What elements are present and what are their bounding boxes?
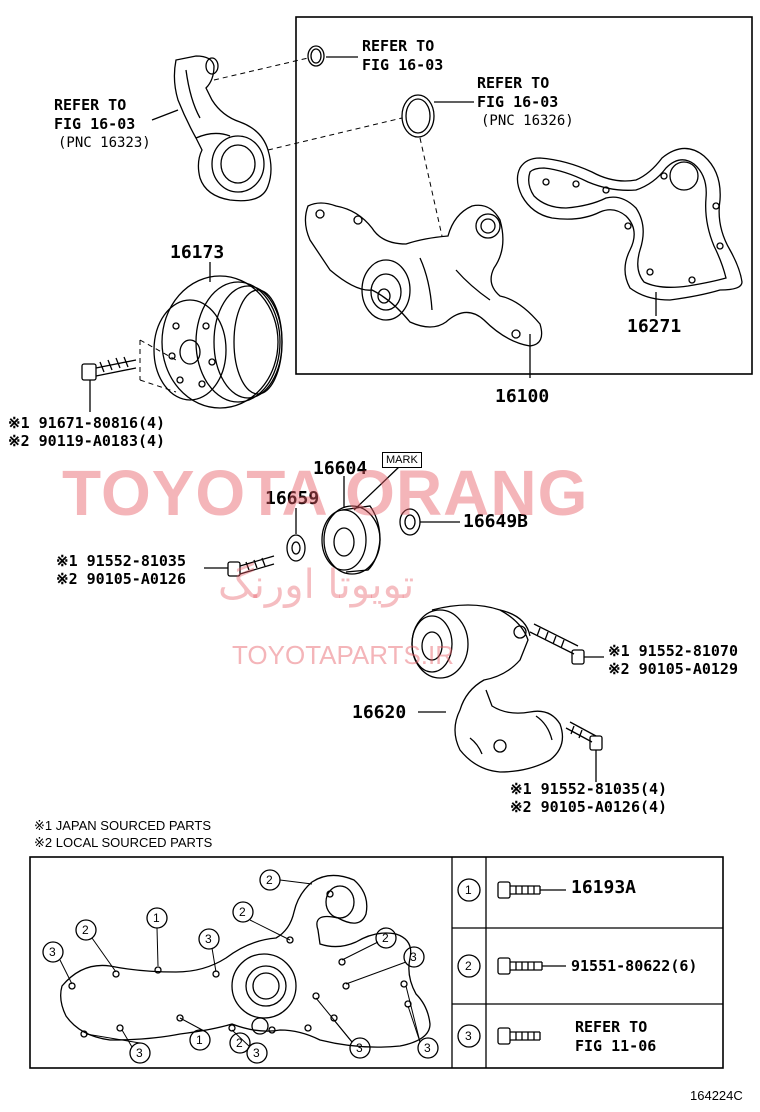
refer-fig1603-a-line1: REFER TO bbox=[362, 37, 435, 55]
bolt-idler-japan: ※1 91552-81035 bbox=[56, 552, 186, 570]
part-16604: 16604 bbox=[313, 458, 368, 479]
detail-callout-1: 2 bbox=[266, 873, 273, 887]
refer-fig1603-c-line2: FIG 16-03 bbox=[54, 115, 136, 133]
bolt-pulley-japan: ※1 91671-80816(4) bbox=[8, 414, 166, 432]
part-16173: 16173 bbox=[170, 242, 225, 263]
detail-frame bbox=[29, 856, 724, 1069]
idler-bolt bbox=[204, 555, 275, 577]
note-japan-sourced: ※1 JAPAN SOURCED PARTS bbox=[34, 818, 212, 833]
idler-pulley bbox=[321, 465, 401, 575]
legend-part-3-line2: FIG 11-06 bbox=[575, 1037, 657, 1055]
bolt-tensioner-local: ※2 90105-A0129 bbox=[608, 660, 738, 678]
detail-callout-8: 3 bbox=[410, 950, 417, 964]
refer-fig1603-a-line2: FIG 16-03 bbox=[362, 56, 444, 74]
legend-bolt-1 bbox=[497, 881, 566, 899]
bolt-bracket-local: ※2 90105-A0126(4) bbox=[510, 798, 668, 816]
o-ring-small bbox=[307, 45, 325, 67]
part-16649b: 16649B bbox=[463, 511, 529, 532]
detail-callout-4: 3 bbox=[205, 932, 212, 946]
detail-callout-5: 2 bbox=[239, 905, 246, 919]
legend-num-1: 1 bbox=[465, 883, 472, 897]
bolt-tensioner-japan: ※1 91552-81070 bbox=[608, 642, 738, 660]
bolt-bracket-japan: ※1 91552-81035(4) bbox=[510, 780, 668, 798]
o-ring-large-inner bbox=[405, 98, 431, 134]
part-16100: 16100 bbox=[495, 386, 550, 407]
detail-callout-3: 1 bbox=[153, 911, 160, 925]
detail-callout-11: 1 bbox=[196, 1033, 203, 1047]
legend-num-2: 2 bbox=[465, 959, 472, 973]
detail-callout-9: 3 bbox=[136, 1046, 143, 1060]
water-inlet-housing bbox=[173, 55, 272, 202]
bolt-pulley-local: ※2 90119-A0183(4) bbox=[8, 432, 166, 450]
belt-tensioner bbox=[411, 604, 564, 773]
part-16271: 16271 bbox=[627, 316, 682, 337]
detail-pump-outline bbox=[60, 874, 431, 1048]
pulley-bolt bbox=[81, 356, 137, 412]
legend-circle-1 bbox=[457, 878, 481, 902]
detail-callout-6: 3 bbox=[49, 945, 56, 959]
refer-fig1603-b-line2: FIG 16-03 bbox=[477, 93, 559, 111]
part-16620: 16620 bbox=[352, 702, 407, 723]
detail-callout-7: 2 bbox=[382, 931, 389, 945]
part-16659: 16659 bbox=[265, 488, 320, 509]
detail-callout-12: 3 bbox=[356, 1041, 363, 1055]
detail-callout-14: 2 bbox=[236, 1036, 243, 1050]
plate-16649b bbox=[399, 508, 421, 536]
refer-fig1603-b-line1: REFER TO bbox=[477, 74, 550, 92]
legend-bolt-2 bbox=[497, 957, 566, 975]
pulley bbox=[153, 262, 283, 409]
washer-16659 bbox=[286, 534, 306, 562]
legend-circle-3 bbox=[457, 1024, 481, 1048]
detail-callout-13: 3 bbox=[424, 1041, 431, 1055]
legend-num-3: 3 bbox=[465, 1029, 472, 1043]
water-pump-body bbox=[304, 202, 543, 347]
note-local-sourced: ※2 LOCAL SOURCED PARTS bbox=[34, 835, 213, 850]
detail-callout-circles bbox=[42, 869, 439, 1064]
refer-fig1603-b-pnc: (PNC 16326) bbox=[481, 113, 574, 129]
mark-label: MARK bbox=[382, 452, 422, 468]
tensioner-bolt bbox=[529, 623, 604, 665]
detail-callout-10: 3 bbox=[253, 1046, 260, 1060]
figure-code: 164224C bbox=[690, 1088, 743, 1103]
refer-fig1603-c-pnc: (PNC 16323) bbox=[58, 135, 151, 151]
bolt-idler-local: ※2 90105-A0126 bbox=[56, 570, 186, 588]
o-ring-small-inner bbox=[310, 48, 322, 64]
refer-fig1603-c-line1: REFER TO bbox=[54, 96, 127, 114]
legend-circle-2 bbox=[457, 954, 481, 978]
bracket-bolt bbox=[565, 721, 603, 782]
legend-part-1: 16193A bbox=[571, 877, 637, 898]
legend-bolt-3 bbox=[497, 1027, 541, 1045]
gasket bbox=[516, 147, 743, 316]
detail-callout-2: 2 bbox=[82, 923, 89, 937]
legend-part-3-line1: REFER TO bbox=[575, 1018, 648, 1036]
pump-assembly-frame bbox=[295, 16, 753, 375]
legend-part-2: 91551-80622(6) bbox=[571, 957, 698, 975]
o-ring-large bbox=[401, 94, 435, 138]
